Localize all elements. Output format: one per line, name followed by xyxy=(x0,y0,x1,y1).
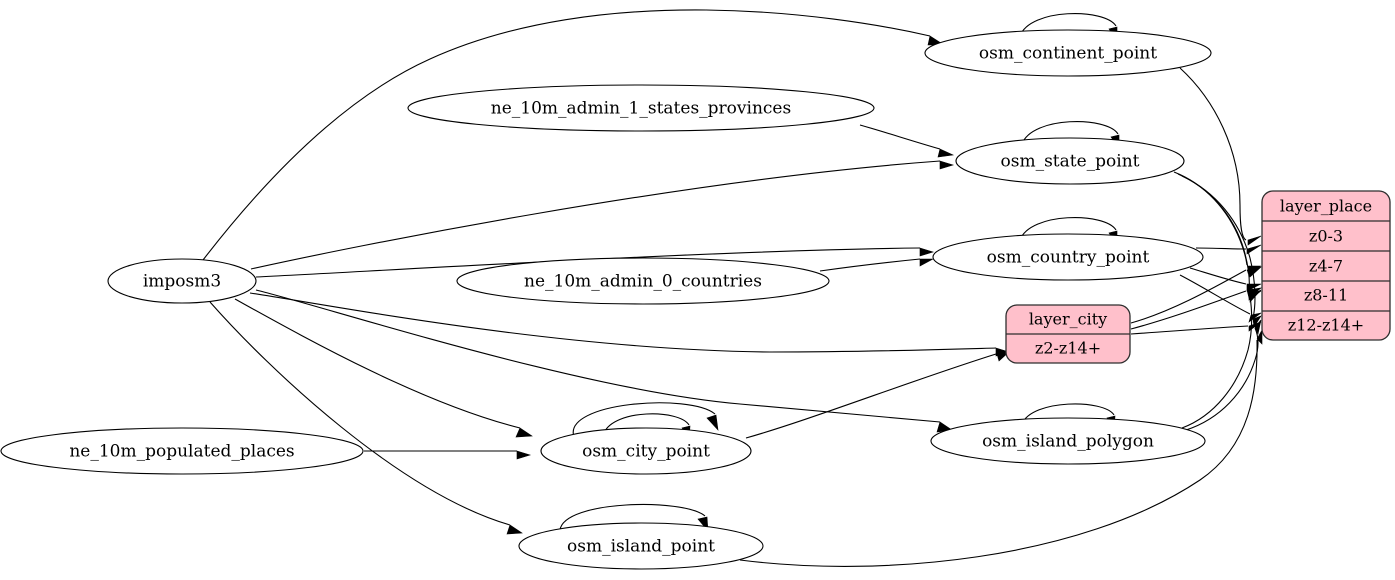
table-node-label: osm_city_point xyxy=(582,442,710,462)
edge-osm_island_polygon-to-layer_place-z12-z14 xyxy=(1185,319,1262,431)
edge-osm_island_point-to-layer_place-z12-z14 xyxy=(739,328,1263,567)
source-node-ne_10m_admin_1_states_provinces[interactable]: ne_10m_admin_1_states_provinces xyxy=(407,84,875,132)
edge-osm_island_polygon-to-layer_place-z8-11 xyxy=(1181,289,1262,429)
edge-osm_continent_point-to-layer_place-z0-3 xyxy=(1179,67,1262,246)
source-node-ne_10m_populated_places[interactable]: ne_10m_populated_places xyxy=(0,427,364,475)
source-node-label: ne_10m_populated_places xyxy=(69,442,294,462)
table-node-label: osm_island_point xyxy=(567,537,715,557)
table-node-label: osm_continent_point xyxy=(979,44,1157,64)
edge-osm_country_point-to-layer_place-z4-7 xyxy=(1195,244,1262,255)
layer-place-row-z4-7[interactable]: z4-7 xyxy=(1309,257,1343,276)
layer-place-row-z8-11[interactable]: z8-11 xyxy=(1304,286,1348,305)
table-node-osm_state_point[interactable]: osm_state_point xyxy=(955,137,1185,185)
source-node-ne_10m_admin_0_countries[interactable]: ne_10m_admin_0_countries xyxy=(456,257,830,305)
table-node-osm_city_point[interactable]: osm_city_point xyxy=(540,427,752,475)
layer-place-row-z0-3[interactable]: z0-3 xyxy=(1309,227,1343,246)
edge-imposm3-to-osm_city_point xyxy=(234,298,533,438)
layer-place-row-z12-z14[interactable]: z12-z14+ xyxy=(1288,316,1364,335)
edge-imposm3-to-osm_continent_point xyxy=(202,9,946,261)
layer-node-layer_city[interactable]: layer_city z2-z14+ xyxy=(1005,304,1131,364)
source-node-imposm3[interactable]: imposm3 xyxy=(107,258,257,304)
source-node-label: ne_10m_admin_1_states_provinces xyxy=(491,99,791,119)
table-node-label: osm_country_point xyxy=(987,248,1150,268)
edge-layer_city-to-layer_place-z8-11 xyxy=(1130,287,1263,330)
source-node-label: ne_10m_admin_0_countries xyxy=(524,272,762,292)
table-node-label: osm_state_point xyxy=(1001,152,1140,172)
table-node-osm_continent_point[interactable]: osm_continent_point xyxy=(924,29,1212,77)
layer-place-header: layer_place xyxy=(1280,197,1372,216)
source-node-label: imposm3 xyxy=(143,272,221,292)
table-node-osm_country_point[interactable]: osm_country_point xyxy=(932,233,1204,281)
table-node-osm_island_point[interactable]: osm_island_point xyxy=(518,522,764,570)
edge-ne_10m_admin_0_countries-to-osm_country_point xyxy=(819,258,934,272)
layer-node-layer_place[interactable]: layer_place z0-3 z4-7 z8-11 z12-z14+ xyxy=(1261,190,1391,341)
layer-city-row-z2-z14[interactable]: z2-z14+ xyxy=(1035,339,1101,358)
layer-city-header: layer_city xyxy=(1029,310,1107,329)
edge-ne_10m_admin_1_states_provinces-to-osm_state_point xyxy=(859,124,955,158)
edge-layer_city-to-layer_place-z4-7 xyxy=(1130,266,1263,324)
edge-imposm3-to-osm_state_point xyxy=(250,160,955,270)
table-node-label: osm_island_polygon xyxy=(982,432,1154,452)
edge-ne_10m_populated_places-to-osm_city_point xyxy=(364,450,532,460)
self-loop-osm_city_point-outer xyxy=(572,402,719,438)
edge-imposm3-to-osm_island_point xyxy=(209,301,523,535)
edge-layer xyxy=(202,9,1263,567)
table-node-osm_island_polygon[interactable]: osm_island_polygon xyxy=(930,417,1206,465)
